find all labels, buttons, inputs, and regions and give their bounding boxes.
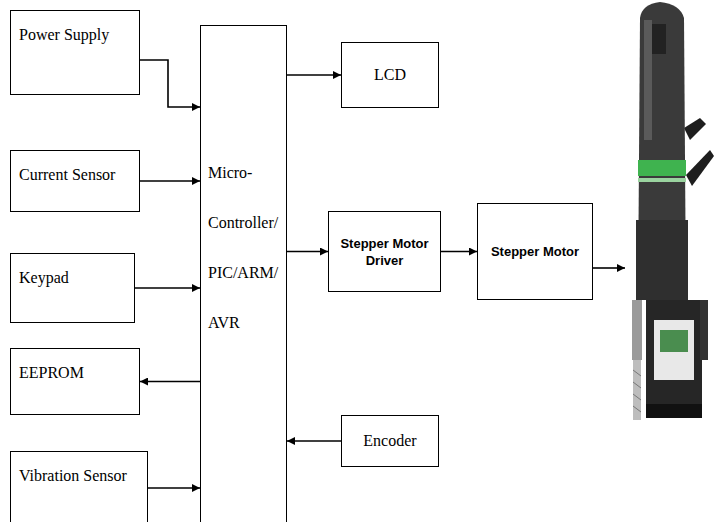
sensor-box: Encoder [341,415,439,467]
connector-arrow [140,60,200,107]
driver-box: Stepper Motor Driver [328,211,441,292]
connector-arrow [287,440,341,442]
motor-box: Stepper Motor [477,203,593,300]
box-label: Encoder [363,432,416,450]
output-box: LCD [341,42,439,108]
input-box: Current Sensor [10,150,140,212]
connector-arrow [135,287,200,289]
connector-arrow [441,251,477,253]
box-label: Power Supply [19,25,131,45]
box-label: Keypad [19,268,126,288]
box-label: Current Sensor [19,165,131,185]
connector-arrow [287,74,341,76]
memory-box: EEPROM [10,348,140,415]
controller-box: Micro- Controller/ PIC/ARM/ AVR [200,25,287,522]
box-label: Stepper Motor Driver [335,235,434,269]
box-label: EEPROM [19,363,131,383]
connector-arrow [140,180,200,182]
box-label: Stepper Motor [491,243,579,260]
drive-arrow [593,267,625,269]
connector-arrow [140,381,200,383]
connector-arrow [287,251,328,253]
magnetic-drill [632,2,714,420]
box-label: LCD [374,66,406,84]
box-label: Micro- Controller/ PIC/ARM/ AVR [208,148,282,348]
box-label: Vibration Sensor [19,466,139,486]
input-box: Keypad [10,253,135,323]
input-box: Power Supply [10,10,140,95]
input-box: Vibration Sensor [10,451,148,522]
connector-arrow [148,487,200,489]
